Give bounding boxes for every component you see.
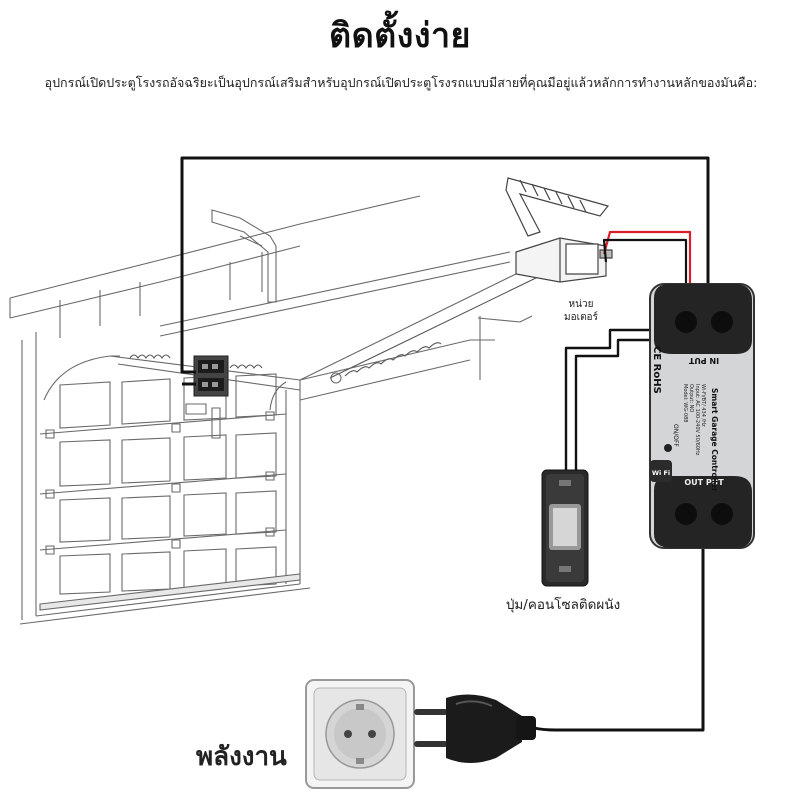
motor-label-line1: หน่วย <box>568 299 594 310</box>
wall-wire-b <box>574 338 670 478</box>
wall-button-label: ปุ่ม/คอนโซลติดผนัง <box>505 597 621 613</box>
wall-socket-icon <box>305 679 415 789</box>
motor-wire <box>602 238 688 300</box>
spec-line-4: Model: WG-088 <box>682 384 688 422</box>
wire-loop <box>180 156 710 374</box>
spec-line-2: Input: AC 100-240V 50/60Hz <box>694 384 700 456</box>
onoff-label: ON/OFF <box>672 424 679 447</box>
spec-line-3: Output: NO <box>688 384 694 412</box>
garage-illustration <box>9 195 541 625</box>
motor-label-line2: มอเตอร์ <box>564 312 598 323</box>
controller-name: Smart Garage Controller <box>710 388 719 492</box>
power-label: พลังงาน <box>196 742 287 772</box>
smart-controller: Wi Fi IN PUT OUT PUT CE RoHS Smart Garag… <box>649 283 755 549</box>
motor-unit <box>505 177 613 283</box>
wifi-logo-icon <box>650 460 672 482</box>
motor-unit-label: หน่วย มอเตอร์ <box>556 298 606 324</box>
power-plug-icon <box>414 694 536 763</box>
relay-terminal <box>193 355 229 397</box>
input-label: IN PUT <box>688 356 719 365</box>
wall-button <box>541 469 589 587</box>
red-wire <box>602 230 692 300</box>
spec-line-1: Wi-Fi/BT/ 434 /Hz <box>700 384 706 427</box>
output-label: OUT PUT <box>684 478 724 487</box>
wifi-logo-text: Wi Fi <box>652 469 670 477</box>
ce-rohs-mark: CE RoHS <box>651 346 662 394</box>
page-title: ติดตั้งง่าย <box>329 16 471 56</box>
wiring <box>180 156 710 732</box>
intro-text: อุปกรณ์เปิดประตูโรงรถอัจฉริยะเป็นอุปกรณ์… <box>44 75 758 90</box>
wall-wire-a <box>564 328 676 478</box>
onoff-button <box>664 444 672 452</box>
